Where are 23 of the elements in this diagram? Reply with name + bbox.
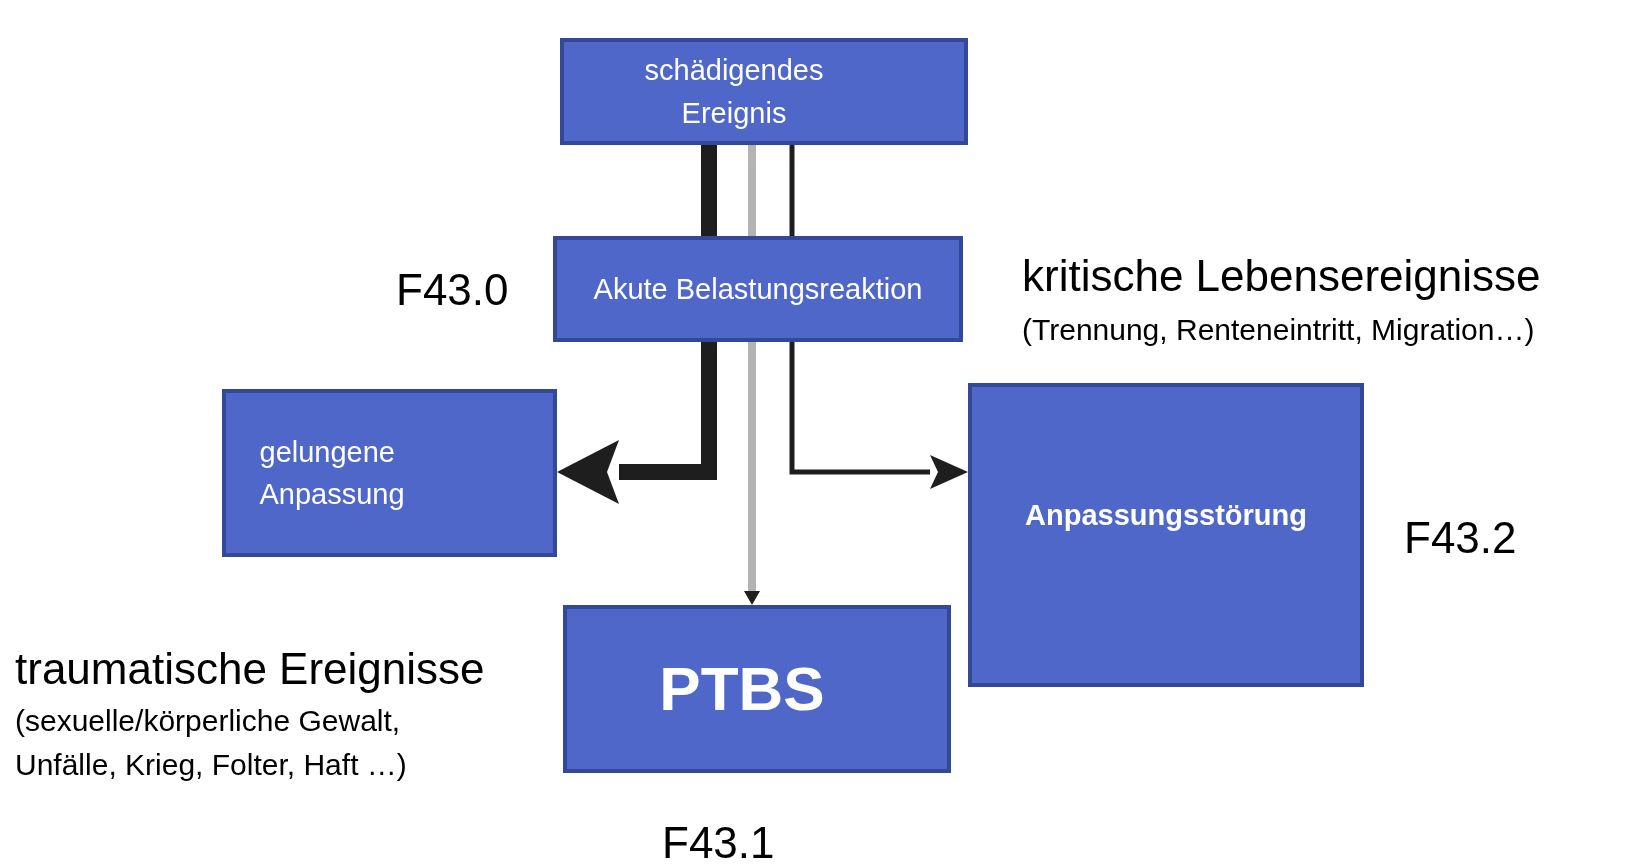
connector-line [748,145,756,236]
code-label: F43.2 [1404,513,1517,563]
connector-line [789,145,795,236]
heading-text: kritische Lebensereignisse [1022,250,1541,302]
process-box [968,383,1364,687]
process-box [222,389,557,557]
connector-line [701,145,717,236]
box-label: schädigendes Ereignis [643,53,825,131]
connector-line [557,342,717,504]
heading-text: traumatische Ereignisse [15,643,485,695]
box-label: gelungene Anpassung [259,434,406,512]
code-label: F43.0 [396,265,509,315]
connector-line [789,342,968,489]
process-box [560,38,968,145]
note-text: (sexuelle/körperliche Gewalt, Unfälle, Krieg, Folter, Haft …) [15,703,408,783]
box-label: PTBS [659,653,825,726]
note-text: (Trennung, Renteneintritt, Migration…) [1022,312,1535,348]
box-label: Anpassungsstörung [1025,497,1307,533]
process-box [553,236,963,342]
process-box [563,605,951,773]
box-label: Akute Belastungsreaktion [593,271,923,307]
code-label: F43.1 [662,818,775,864]
connector-line [744,342,760,605]
